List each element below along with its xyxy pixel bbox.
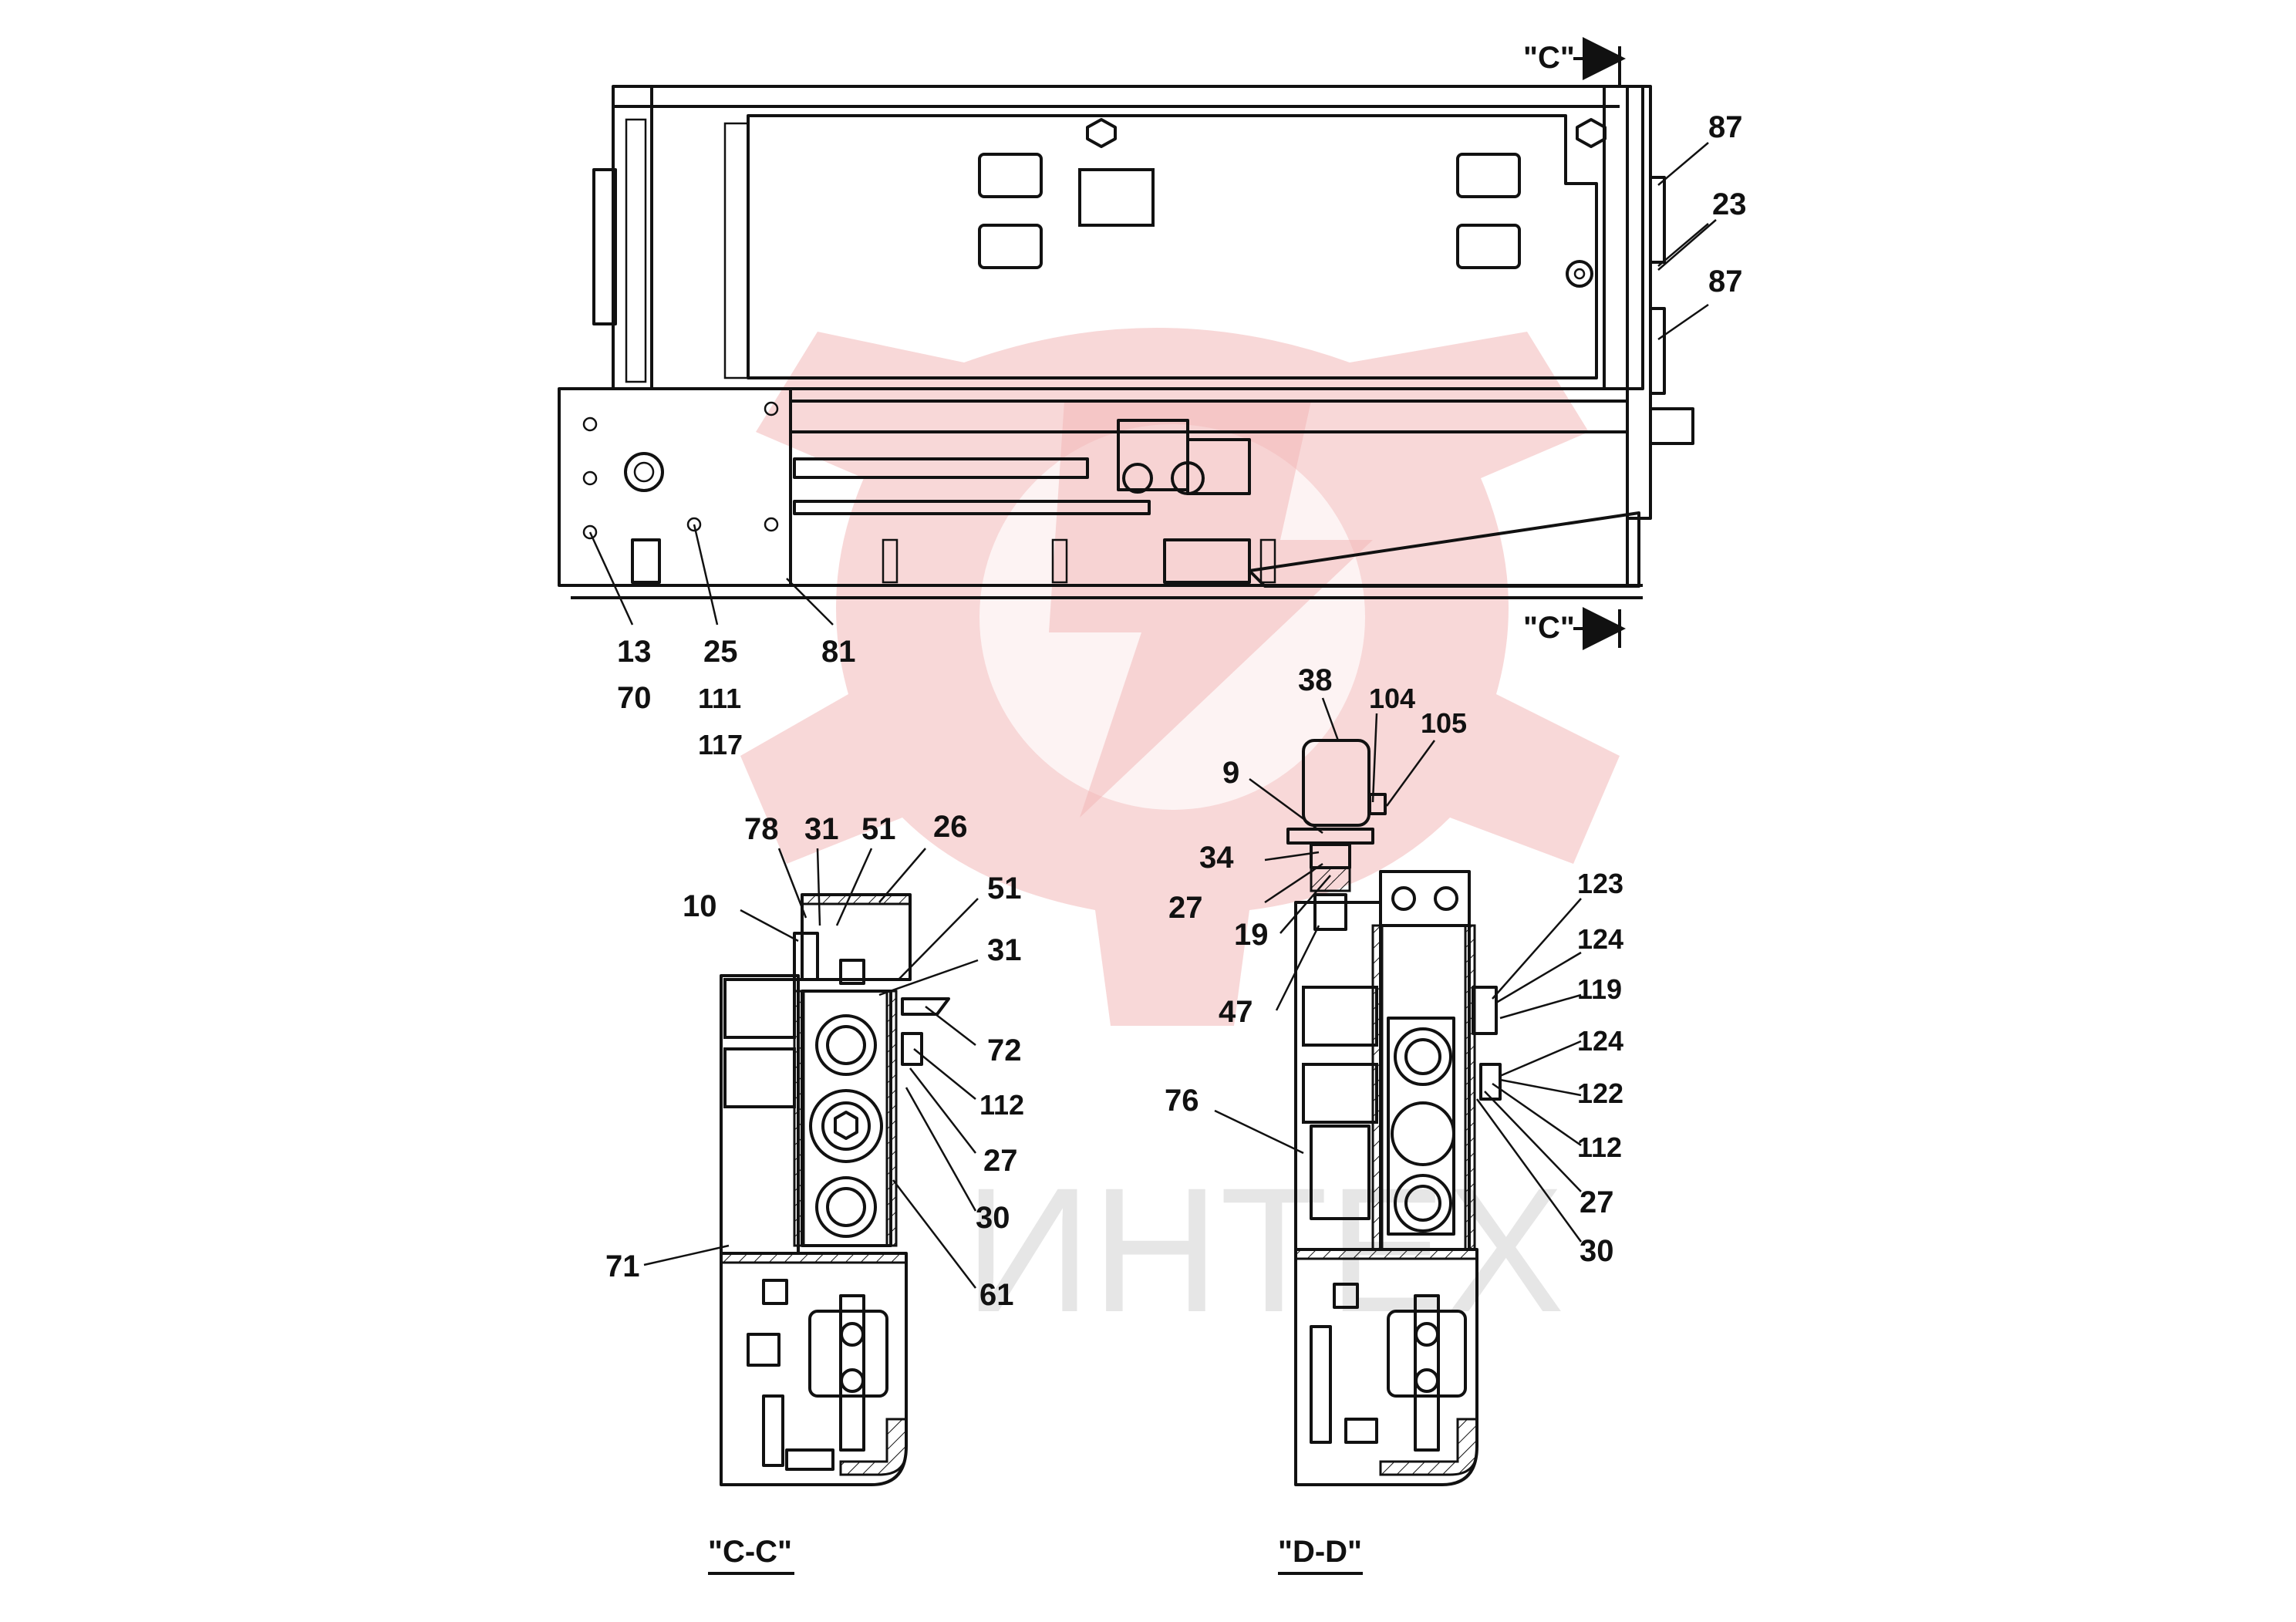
callout-label: 76 <box>1165 1084 1199 1118</box>
callout-label: 70 <box>617 681 652 715</box>
section-label-top: "C" <box>1523 41 1575 75</box>
section-mark-top: "C" <box>1523 37 1626 85</box>
callout-label: 104 <box>1369 683 1415 714</box>
callout-label: 71 <box>605 1249 640 1283</box>
callout-label: 87 <box>1708 110 1743 144</box>
callout-label: 34 <box>1199 841 1234 875</box>
callout-label: 27 <box>983 1144 1018 1178</box>
callout-label: 13 <box>617 635 652 669</box>
callout-label: 23 <box>1712 187 1747 221</box>
callout-label: 124 <box>1577 1025 1623 1057</box>
top-view-leaders <box>588 142 1717 626</box>
callout-label: 112 <box>1577 1131 1622 1163</box>
callout-label: 10 <box>683 889 717 923</box>
callout-label: 105 <box>1421 707 1467 739</box>
top-view-callouts: 87 23 87 13 70 25 111 117 81 <box>617 110 1747 760</box>
callout-label: 9 <box>1222 756 1239 790</box>
callout-label: 19 <box>1234 918 1269 952</box>
callout-label: 51 <box>987 872 1022 905</box>
view-dd-title: "D-D" <box>1278 1535 1362 1569</box>
callout-label: 78 <box>744 812 779 846</box>
callout-label: 51 <box>861 812 896 846</box>
view-dd-drawing <box>1286 739 1502 1486</box>
callout-label: 30 <box>1580 1234 1614 1268</box>
section-label-bottom: "C" <box>1523 611 1575 645</box>
callout-label: 47 <box>1219 995 1253 1029</box>
callout-label: 31 <box>804 812 839 846</box>
view-cc-title: "C-C" <box>708 1535 792 1569</box>
callout-label: 30 <box>976 1201 1010 1235</box>
callout-label: 117 <box>698 729 743 760</box>
view-cc-callouts: 78 31 51 26 10 51 31 72 112 27 30 61 71 <box>605 810 1024 1312</box>
section-mark-bottom: "C" <box>1523 607 1626 650</box>
callout-label: 122 <box>1577 1077 1623 1109</box>
callout-label: 26 <box>933 810 968 844</box>
callout-label: 27 <box>1580 1185 1614 1219</box>
view-dd-callouts: 38 104 105 9 34 27 19 47 76 123 124 119 … <box>1165 663 1623 1268</box>
callout-label: 25 <box>703 635 738 669</box>
callout-label: 72 <box>987 1034 1022 1067</box>
callout-label: 111 <box>698 683 741 714</box>
view-dd-title-group: "D-D" <box>1278 1535 1363 1575</box>
callout-label: 124 <box>1577 923 1623 955</box>
view-cc-title-group: "C-C" <box>708 1535 794 1575</box>
callout-label: 27 <box>1168 891 1203 925</box>
callout-label: 61 <box>979 1278 1014 1312</box>
callout-label: 87 <box>1708 265 1743 298</box>
callout-label: 38 <box>1298 663 1333 697</box>
callout-label: 112 <box>979 1089 1024 1121</box>
view-dd-leaders <box>1214 697 1583 1243</box>
callout-label: 119 <box>1577 973 1622 1005</box>
callout-label: 81 <box>821 635 856 669</box>
callout-label: 123 <box>1577 868 1623 899</box>
top-view <box>558 85 1694 599</box>
callout-label: 31 <box>987 933 1022 967</box>
view-cc-leaders <box>643 848 979 1289</box>
